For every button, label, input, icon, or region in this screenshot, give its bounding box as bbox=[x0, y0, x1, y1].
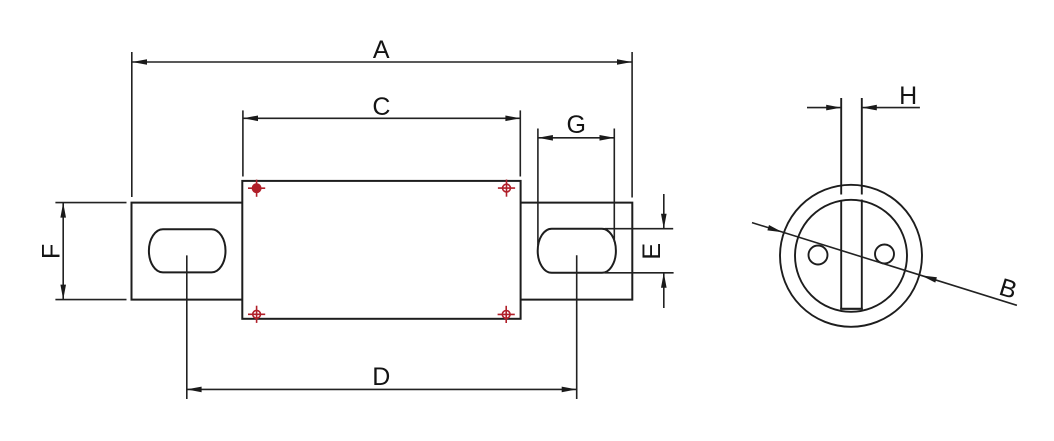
svg-text:D: D bbox=[372, 363, 390, 391]
svg-text:G: G bbox=[566, 111, 585, 139]
svg-text:A: A bbox=[373, 36, 390, 64]
svg-text:H: H bbox=[899, 82, 917, 110]
svg-text:E: E bbox=[638, 243, 666, 260]
svg-text:C: C bbox=[372, 93, 390, 121]
svg-text:F: F bbox=[37, 244, 65, 259]
